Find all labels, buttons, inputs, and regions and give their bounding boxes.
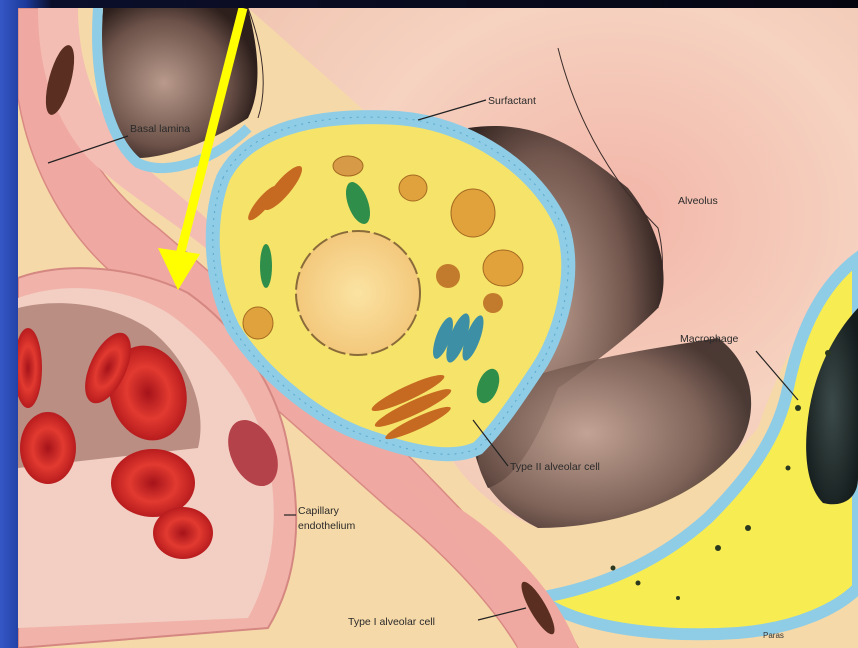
label-capillary: Capillary xyxy=(298,505,340,517)
lamellar-body xyxy=(451,189,495,237)
artist-signature: Paras xyxy=(763,631,784,640)
illustration-frame: Basal lamina Surfactant Alveolus Macroph… xyxy=(18,8,858,648)
label-basal-lamina: Basal lamina xyxy=(130,123,190,135)
label-alveolus: Alveolus xyxy=(678,195,718,207)
nucleus xyxy=(296,231,420,355)
label-surfactant: Surfactant xyxy=(488,95,536,107)
label-type-2-alveolar-cell: Type II alveolar cell xyxy=(510,461,600,473)
alveolus-illustration: Basal lamina Surfactant Alveolus Macroph… xyxy=(18,8,858,648)
label-type-1-alveolar-cell: Type I alveolar cell xyxy=(348,616,435,628)
label-macrophage: Macrophage xyxy=(680,333,739,345)
label-endothelium: endothelium xyxy=(298,520,355,532)
